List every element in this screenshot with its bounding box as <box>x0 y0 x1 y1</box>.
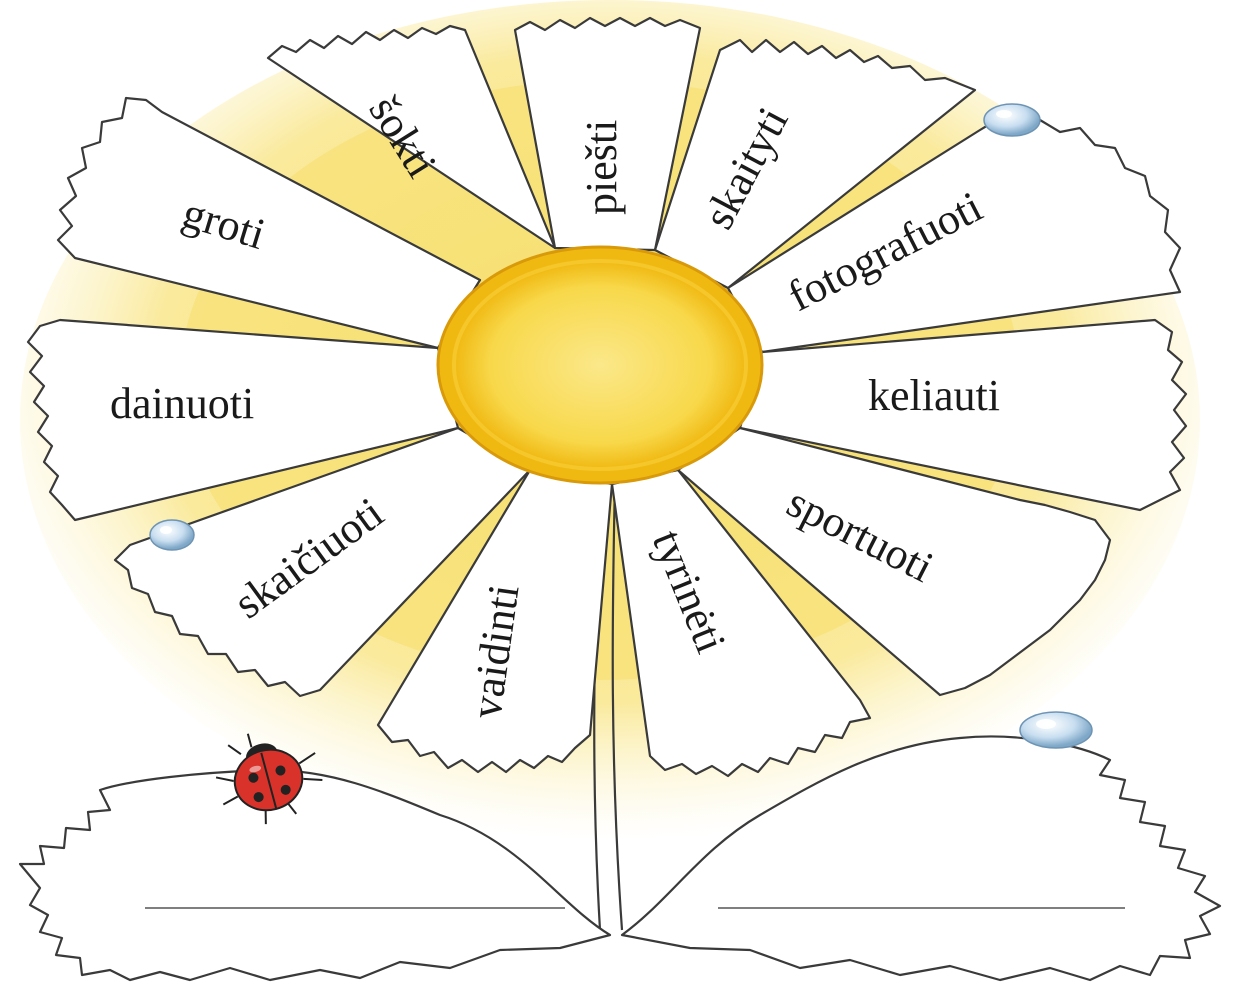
word-dainuoti: dainuoti <box>110 379 254 428</box>
word-keliauti: keliauti <box>868 371 1000 420</box>
flower-center <box>454 261 746 469</box>
word-piesti: piešti <box>577 120 626 215</box>
dewdrop-icon <box>984 104 1040 136</box>
dewdrop-icon <box>1020 712 1092 748</box>
dewdrop-icon <box>150 520 194 550</box>
